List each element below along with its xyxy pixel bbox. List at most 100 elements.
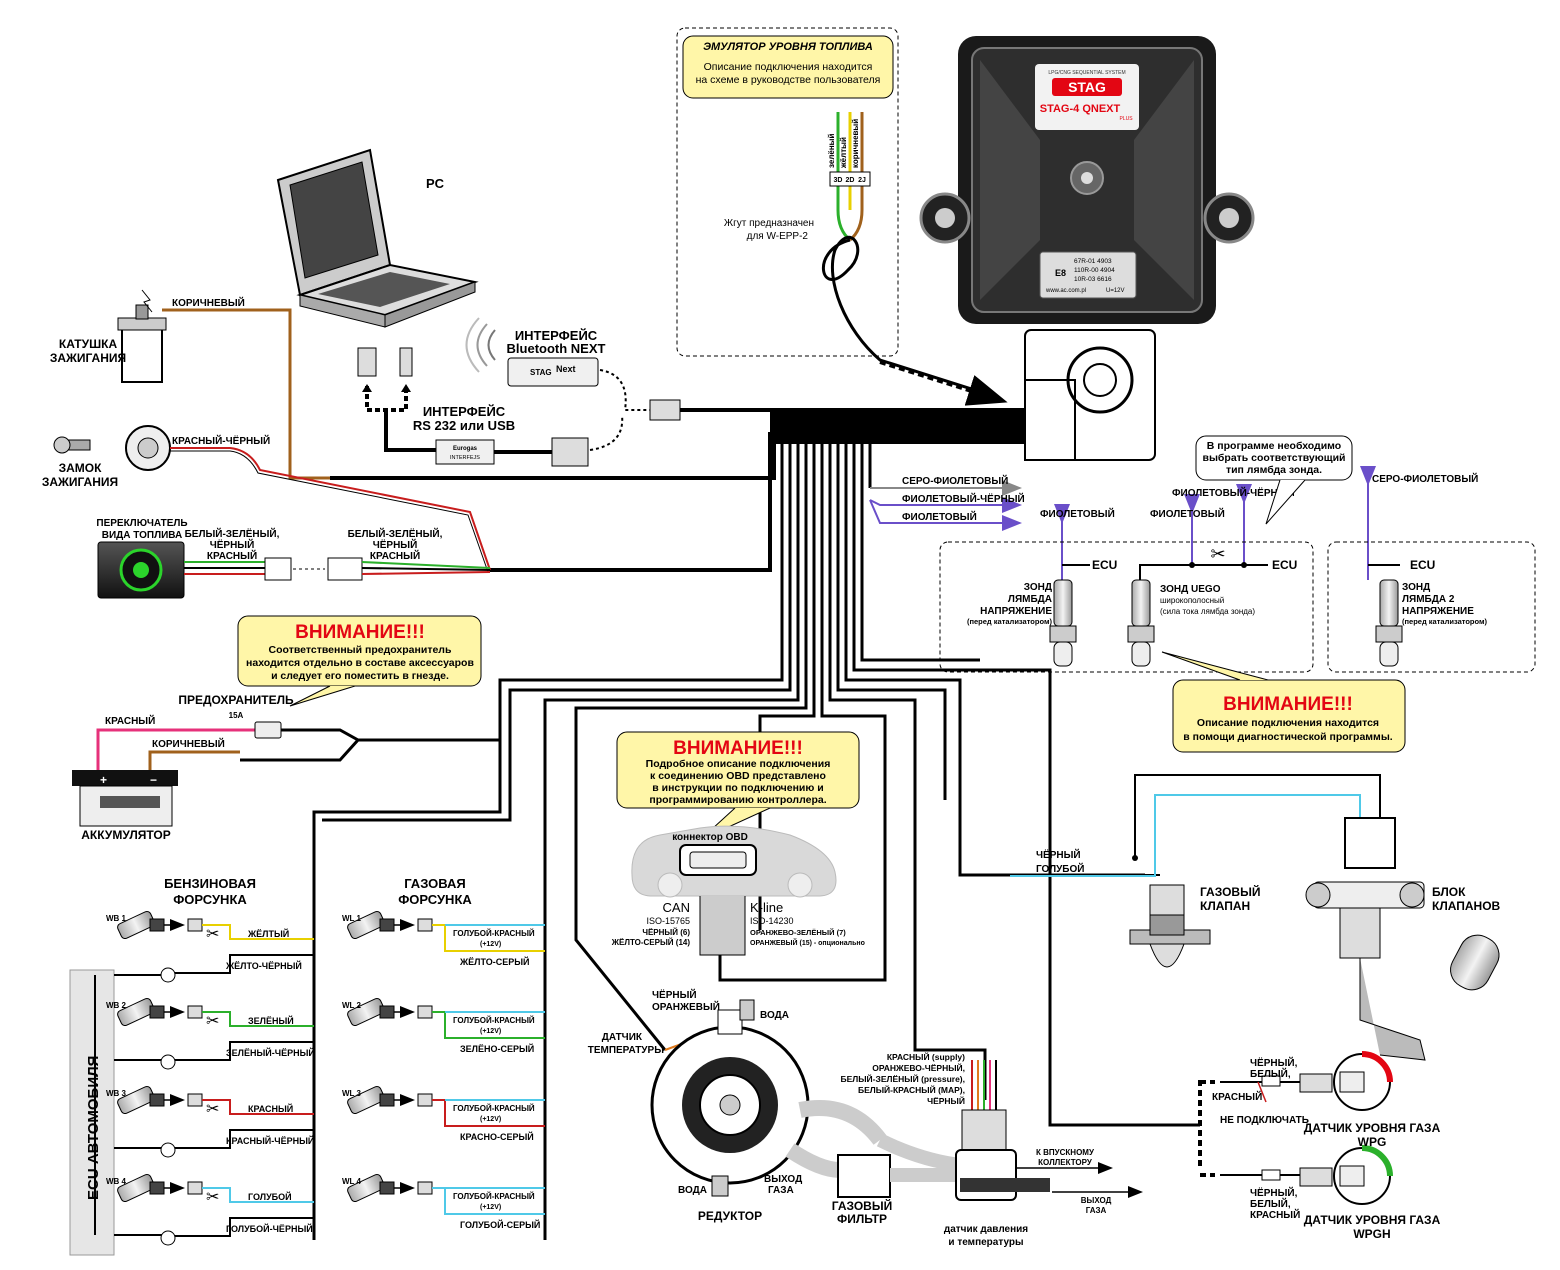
petrol-injector-plug — [149, 1005, 165, 1019]
water-bottom: ВОДА — [678, 1185, 707, 1196]
petrol-injector-plug — [149, 1181, 165, 1195]
gas-wire-2: КРАСНО-СЕРЫЙ — [460, 1131, 534, 1142]
obd-kline: K-line — [750, 900, 783, 915]
fuse-warning-l3: и следует его поместить в гнезде. — [271, 670, 449, 682]
petrol-connector — [187, 1181, 203, 1195]
fuse-warning-title: ВНИМАНИЕ!!! — [295, 622, 425, 643]
valve-block-label-1: БЛОК — [1432, 885, 1466, 899]
map-out-2: ГАЗА — [1086, 1206, 1107, 1215]
gas-wire-2: ЗЕЛЁНО-СЕРЫЙ — [460, 1043, 534, 1054]
map-intake-2: КОЛЛЕКТОРУ — [1038, 1158, 1093, 1167]
wpg-wire-1: ЧЁРНЫЙ, — [1250, 1056, 1298, 1069]
petrol-signal-wire — [202, 924, 314, 940]
emulator-box: ЭМУЛЯТОР УРОВНЯ ТОПЛИВА Описание подключ… — [676, 27, 1008, 406]
gas-wire-1b: (+12V) — [480, 1028, 501, 1035]
level-sensors — [1198, 1051, 1393, 1205]
coil-wire-label: КОРИЧНЕВЫЙ — [172, 296, 245, 309]
map-out-1: ВЫХОД — [1081, 1196, 1112, 1205]
filter-label-1: ГАЗОВЫЙ — [832, 1198, 892, 1213]
pc-label: PC — [426, 176, 445, 191]
valve-block-label-2: КЛАПАНОВ — [1432, 899, 1501, 913]
gas-injector-plug — [379, 1005, 395, 1019]
rs232-title-1: ИНТЕРФЕЙС — [423, 404, 506, 419]
petrol-wire-2: ЗЕЛЁНЫЙ-ЧЁРНЫЙ — [226, 1047, 315, 1058]
map-wire-1: КРАСНЫЙ (supply) — [887, 1051, 965, 1062]
sensor3-l2: ЛЯМБДА 2 — [1402, 594, 1455, 605]
ecu-unit: LPG/CNG SEQUENTIAL SYSTEM STAG STAG-4 QN… — [919, 36, 1255, 461]
ecu-voltage: U=12V — [1106, 288, 1125, 294]
map-sensor — [955, 1060, 1143, 1201]
scissors-icon: ✂ — [206, 1013, 219, 1030]
lock-label-1: ЗАМОК — [59, 461, 103, 475]
scissors-icon: ✂ — [1210, 544, 1225, 564]
gas-signal-wire — [432, 1011, 545, 1039]
emulator-harness-1: Жгут предназначен — [724, 218, 814, 229]
obd-connector — [631, 825, 837, 956]
obd-warning-l4: программированию контроллера. — [649, 794, 826, 806]
gas-signal-wire — [432, 1187, 545, 1215]
sensor3-ecu: ECU — [1410, 558, 1435, 572]
petrol-ground-wire — [168, 954, 314, 974]
fuel-switch — [97, 541, 491, 599]
rs232-brand: Eurogas — [453, 446, 478, 452]
emulator-wire-yellow: жёлтый — [839, 137, 848, 169]
lambda-note-l3: тип лямбда зонда. — [1226, 464, 1322, 476]
gas-wire-1b: (+12V) — [480, 941, 501, 948]
diag-warning-l2: в помощи диагностической программы. — [1183, 731, 1392, 743]
gas-wire-2: ГОЛУБОЙ-СЕРЫЙ — [460, 1219, 540, 1230]
lambda-wire-7: СЕРО-ФИОЛЕТОВЫЙ — [1372, 472, 1478, 485]
fuse-warning-l2: находится отдельно в составе аксессуаров — [246, 657, 474, 669]
obd-kline-w2: ОРАНЖЕВЫЙ (15) - опционально — [750, 938, 865, 947]
emulator-pin-2: 2D — [846, 177, 855, 184]
wpgh-wire-2: БЕЛЫЙ, — [1250, 1197, 1291, 1210]
rs232-interface: Eurogas INTERFEJS — [357, 347, 681, 467]
sensor1-ecu: ECU — [1092, 558, 1117, 572]
emulator-desc-2: на схеме в руководстве пользователя — [696, 74, 881, 86]
petrol-injector-plug — [149, 1093, 165, 1107]
fuse-warning-l1: Соответственный предохранитель — [269, 644, 452, 656]
reducer-label: РЕДУКТОР — [698, 1209, 762, 1223]
map-label-1: датчик давления — [944, 1224, 1028, 1235]
wpg-wire-3: КРАСНЫЙ — [1212, 1090, 1262, 1103]
main-harness — [312, 408, 1200, 1240]
sensor2-l1: ЗОНД UEGO — [1160, 584, 1221, 595]
fuse-label: ПРЕДОХРАНИТЕЛЬ — [178, 693, 294, 707]
switch-wires-3a: КРАСНЫЙ — [207, 549, 257, 562]
lambda-wire-1: СЕРО-ФИОЛЕТОВЫЙ — [902, 474, 1008, 487]
ground-icon — [160, 1142, 176, 1158]
petrol-injector-id: WB 3 — [106, 1089, 127, 1098]
reducer — [650, 999, 967, 1198]
map-label-2: и температуры — [948, 1237, 1023, 1248]
ecu-brand: STAG — [1068, 79, 1106, 95]
bluetooth-device: Next — [556, 364, 576, 374]
diag-warning-title: ВНИМАНИЕ!!! — [1223, 694, 1353, 715]
rs232-title-2: RS 232 или USB — [413, 418, 515, 433]
petrol-wire-1: ЖЁЛТЫЙ — [247, 928, 289, 939]
bluetooth-interface: STAG Next — [465, 317, 650, 411]
ecu-cert3: 10R-03 6616 — [1074, 276, 1112, 283]
switch-wires-2b: ЧЁРНЫЙ — [373, 538, 418, 551]
obd-can: CAN — [663, 900, 690, 915]
gas-signal-wire — [432, 924, 545, 952]
gas-injector-id: WL 3 — [342, 1089, 362, 1098]
map-wire-5: ЧЁРНЫЙ — [927, 1095, 965, 1106]
gas-connector — [417, 1181, 433, 1195]
sensor2-ecu: ECU — [1272, 558, 1297, 572]
wpg-label-1: ДАТЧИК УРОВНЯ ГАЗА — [1304, 1121, 1441, 1135]
petrol-injector-plug — [149, 918, 165, 932]
gas-wire-1b: (+12V) — [480, 1116, 501, 1123]
ignition-coil — [117, 289, 330, 480]
rs232-device: INTERFEJS — [450, 455, 480, 461]
gas-injector-id: WL 2 — [342, 1001, 362, 1010]
temp-sensor-l2: ТЕМПЕРАТУРЫ — [588, 1045, 664, 1056]
obd-can-std: ISO-15765 — [646, 916, 690, 926]
petrol-wire-1: ЗЕЛЁНЫЙ — [248, 1015, 294, 1026]
gas-wire-1b: (+12V) — [480, 1204, 501, 1211]
petrol-inj-title-2: ФОРСУНКА — [173, 892, 247, 907]
switch-label-2: ВИДА ТОПЛИВА — [102, 530, 183, 541]
gas-valve-wiring — [960, 774, 1381, 877]
ecu-model-sub: PLUS — [1119, 116, 1133, 122]
gas-wire-1: ГОЛУБОЙ-КРАСНЫЙ — [453, 929, 535, 938]
gas-injector-id: WL 1 — [342, 914, 362, 923]
scissors-icon: ✂ — [206, 1101, 219, 1118]
